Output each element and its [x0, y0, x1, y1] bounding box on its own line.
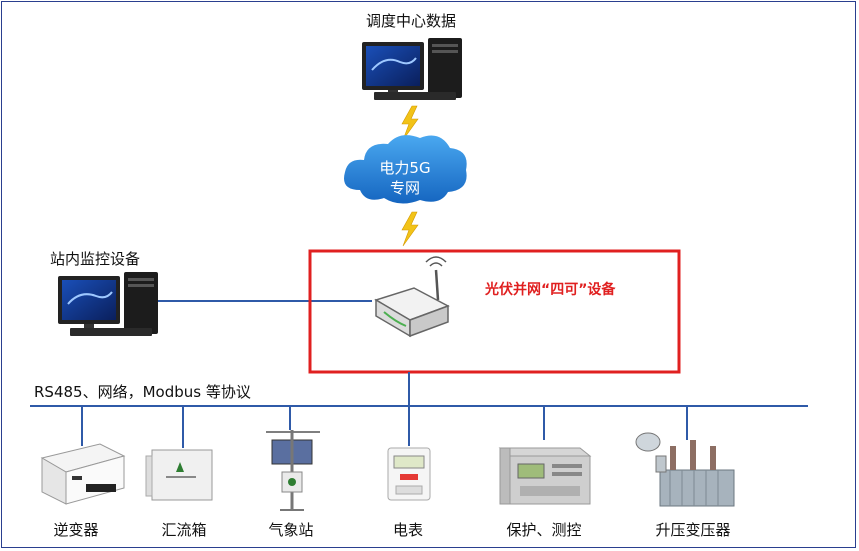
dispatch-center-label: 调度中心数据	[365, 12, 457, 30]
lightning-icon-top	[401, 105, 419, 141]
protection-control-icon	[498, 447, 592, 505]
combiner-box-icon	[145, 449, 213, 501]
pv-grid-device-label: 光伏并网“四可”设备	[485, 282, 616, 298]
local-monitor-computer-icon	[58, 272, 158, 336]
lightning-icon-bottom	[401, 211, 419, 247]
cloud-label-line1: 电力5G	[379, 159, 431, 177]
local-monitor-label: 站内监控设备	[50, 250, 141, 268]
cloud-label: 电力5G 专网	[365, 158, 445, 198]
dispatch-center-computer-icon	[362, 38, 462, 100]
cloud-shape	[344, 135, 467, 204]
router-icon	[374, 256, 450, 338]
device-label-protection: 保护、测控	[506, 521, 582, 539]
weather-station-icon	[266, 430, 320, 511]
cloud-label-line2: 专网	[389, 179, 420, 197]
device-label-transformer: 升压变压器	[655, 521, 731, 539]
inverter-icon	[40, 443, 126, 505]
device-label-combiner-box: 汇流箱	[161, 521, 207, 539]
device-label-weather-station: 气象站	[268, 521, 314, 539]
protocol-label: RS485、网络，Modbus 等协议	[34, 383, 251, 401]
device-label-inverter: 逆变器	[53, 521, 99, 539]
electric-meter-icon	[387, 447, 431, 501]
device-label-meter: 电表	[392, 521, 424, 539]
step-up-transformer-icon	[635, 432, 735, 507]
highlight-box	[308, 249, 681, 374]
